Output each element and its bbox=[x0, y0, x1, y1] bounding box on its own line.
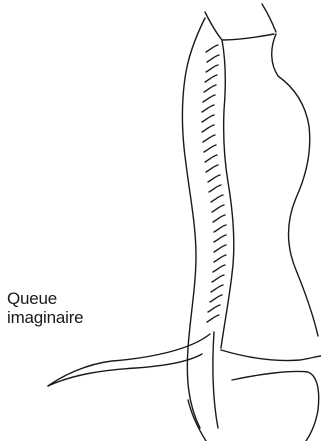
imaginary-tail-lower-edge bbox=[48, 354, 202, 386]
vertebra-stroke bbox=[203, 135, 215, 142]
vertebra-stroke bbox=[205, 75, 217, 82]
back-outline bbox=[182, 18, 205, 428]
front-neck-outline bbox=[262, 4, 276, 32]
vertebra-stroke bbox=[207, 315, 219, 322]
thigh-outline bbox=[232, 371, 319, 441]
vertebra-stroke bbox=[206, 65, 218, 72]
hip-line bbox=[221, 350, 321, 361]
imaginary-tail-label: Queue imaginaire bbox=[7, 289, 83, 327]
vertebra-stroke bbox=[211, 195, 223, 202]
vertebra-stroke bbox=[204, 145, 216, 152]
label-line-1: Queue bbox=[7, 289, 83, 308]
shoulder-line bbox=[222, 34, 274, 40]
label-line-2: imaginaire bbox=[7, 308, 83, 327]
neck-back-outline bbox=[205, 12, 222, 40]
vertebra-stroke bbox=[211, 285, 223, 292]
spine-inner-outline bbox=[221, 40, 234, 348]
vertebra-stroke bbox=[206, 165, 218, 172]
vertebra-stroke bbox=[204, 85, 216, 92]
vertebrae-group bbox=[202, 45, 226, 322]
vertebra-stroke bbox=[208, 305, 220, 312]
vertebra-stroke bbox=[209, 185, 221, 192]
front-body-outline bbox=[272, 34, 318, 336]
vertebra-stroke bbox=[213, 215, 225, 222]
vertebra-stroke bbox=[207, 55, 219, 62]
vertebra-stroke bbox=[210, 295, 222, 302]
vertebra-stroke bbox=[202, 125, 214, 132]
vertebra-stroke bbox=[213, 265, 225, 272]
vertebra-stroke bbox=[214, 225, 226, 232]
vertebra-stroke bbox=[214, 245, 226, 252]
vertebra-stroke bbox=[205, 155, 217, 162]
vertebra-stroke bbox=[212, 275, 224, 282]
vertebra-stroke bbox=[202, 105, 214, 112]
vertebra-stroke bbox=[212, 205, 224, 212]
vertebra-stroke bbox=[214, 255, 226, 262]
vertebra-stroke bbox=[203, 95, 215, 102]
pelvis-outline bbox=[213, 332, 218, 428]
vertebra-stroke bbox=[206, 45, 218, 52]
vertebra-stroke bbox=[208, 175, 220, 182]
vertebra-stroke bbox=[202, 115, 214, 122]
vertebra-stroke bbox=[214, 235, 226, 242]
